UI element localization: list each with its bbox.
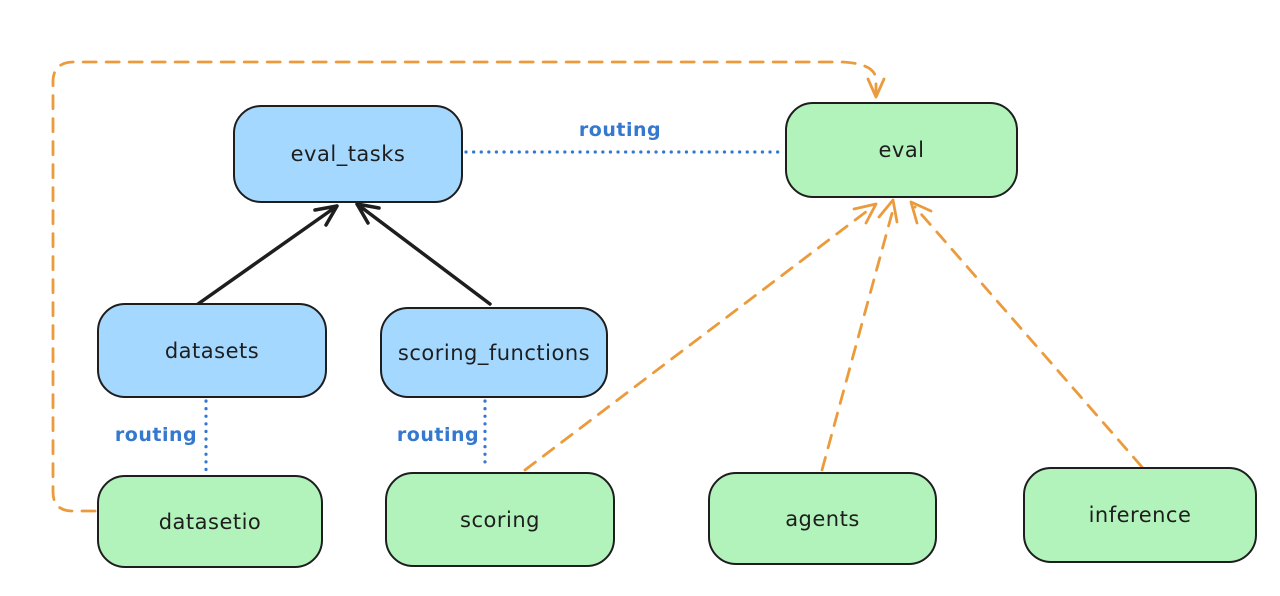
node-eval: eval [785,102,1018,198]
node-datasets: datasets [97,303,327,398]
node-inference-label: inference [1088,503,1192,527]
node-scoring: scoring [385,472,615,567]
node-scoring-functions-label: scoring_functions [397,340,591,365]
edge-label-routing-eval-tasks-to-eval: routing [578,119,662,141]
node-inference: inference [1023,467,1257,563]
node-scoring-label: scoring [460,507,540,532]
node-agents: agents [708,472,937,565]
dashed-arrow-datasetio-to-eval-head [866,77,886,99]
dashed-arrow-scoring-to-eval-head [852,202,878,225]
solid-arrow-scoring-functions-to-eval-tasks [355,202,492,306]
dashed-arrow-inference-to-eval-head [909,200,933,225]
edge-label-routing-scoring-functions-to-scoring: routing [396,424,480,446]
node-datasetio: datasetio [97,475,323,568]
node-eval-tasks: eval_tasks [233,105,463,203]
dashed-arrow-inference-to-eval-path [913,205,1144,469]
dashed-arrow-agents-to-eval-head [877,198,899,224]
node-datasetio-label: datasetio [158,509,262,534]
node-datasets-label: datasets [164,338,260,363]
dashed-arrow-agents-to-eval-path [820,204,896,472]
node-scoring-functions: scoring_functions [380,307,608,398]
node-agents-label: agents [785,506,860,531]
node-eval-tasks-label: eval_tasks [290,142,406,166]
solid-arrow-datasets-to-eval-tasks [196,204,339,306]
edge-label-routing-datasets-to-datasetio: routing [114,424,198,446]
node-eval-label: eval [878,138,925,162]
